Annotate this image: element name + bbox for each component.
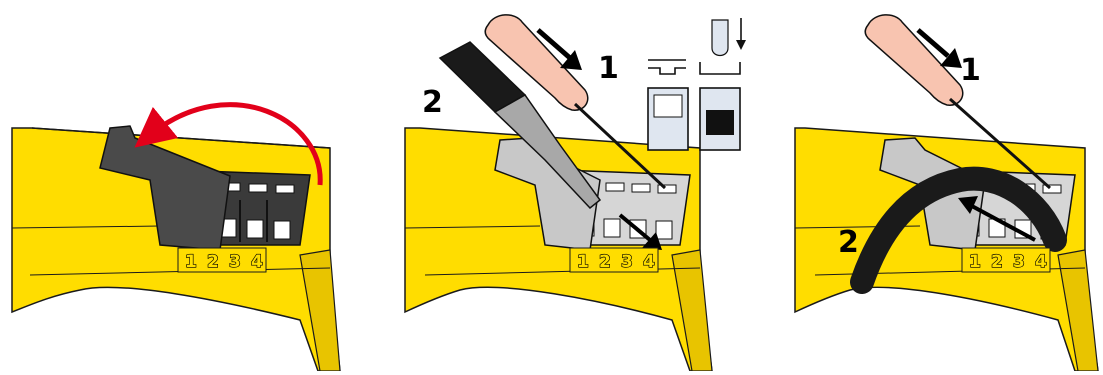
terminal-number-row: 1 2 3 4 — [570, 248, 658, 272]
terminal-number-3: 3 — [229, 252, 241, 272]
step-label-1: 1 — [960, 53, 981, 88]
terminal-number-4: 4 — [251, 252, 263, 272]
terminal-number-row: 1 2 3 4 — [178, 248, 266, 272]
panel-release-cable: 1 2 1 2 3 4 — [795, 15, 1098, 371]
step-label-1: 1 — [598, 51, 619, 86]
panel-insert-ferrule: 1 2 1 2 3 4 — [405, 15, 746, 371]
terminal-number-4: 4 — [1035, 252, 1047, 272]
push-button-detail-icon — [648, 18, 746, 150]
terminal-number-1: 1 — [185, 252, 197, 272]
terminal-number-row: 1 2 3 4 — [962, 248, 1050, 272]
panel-open-lever: 1 2 3 4 — [12, 105, 340, 371]
terminal-number-4: 4 — [643, 252, 655, 272]
terminal-number-2: 2 — [207, 252, 219, 272]
terminal-number-3: 3 — [621, 252, 633, 272]
terminal-number-3: 3 — [1013, 252, 1025, 272]
terminal-number-2: 2 — [599, 252, 611, 272]
terminal-number-1: 1 — [577, 252, 589, 272]
step-label-2: 2 — [422, 85, 443, 120]
terminal-number-1: 1 — [969, 252, 981, 272]
step-label-2: 2 — [838, 225, 859, 260]
terminal-number-2: 2 — [991, 252, 1003, 272]
